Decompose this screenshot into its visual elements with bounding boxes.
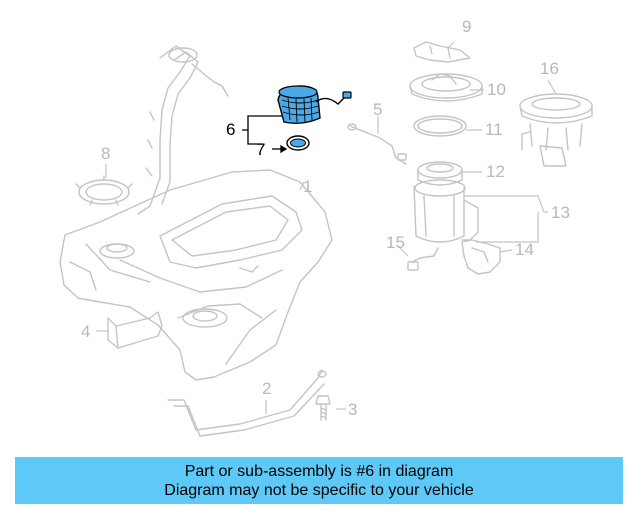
banner-line-2: Diagram may not be specific to your vehi…: [164, 481, 474, 499]
filler-neck-drawing: [137, 45, 229, 215]
flange-cover-drawing: [409, 73, 483, 102]
pump-module-drawing: [407, 161, 479, 271]
active-leader-lines: [242, 115, 288, 154]
callout-2: 2: [262, 379, 272, 398]
banner-line-1: Part or sub-assembly is #6 in diagram: [184, 462, 454, 480]
callout-14: 14: [515, 240, 534, 259]
callout-8: 8: [101, 144, 111, 163]
callout-1: 1: [303, 177, 313, 196]
highlighted-part-6[interactable]: [277, 85, 352, 125]
callout-16: 16: [540, 59, 559, 78]
bracket-drawing: [107, 311, 163, 349]
lock-ring-drawing: [75, 175, 133, 206]
callout-4: 4: [81, 322, 91, 341]
highlighted-part-7[interactable]: [286, 135, 310, 151]
callout-3: 3: [348, 400, 358, 419]
callout-5: 5: [373, 100, 383, 119]
seal-ring-drawing: [413, 115, 467, 137]
connector-drawing: [413, 41, 471, 63]
fuel-tank-drawing: [59, 169, 333, 381]
bolt-drawing: [315, 395, 331, 421]
strap-drawing: [167, 369, 327, 437]
pump-assembly-drawing: [519, 93, 593, 167]
parts-diagram: [59, 41, 593, 437]
sensor-drawing: [347, 123, 407, 165]
callout-13: 13: [551, 203, 570, 222]
callout-11: 11: [485, 120, 503, 139]
callout-15: 15: [386, 233, 405, 252]
callout-9: 9: [462, 17, 472, 36]
callout-12: 12: [486, 162, 505, 181]
callout-10: 10: [487, 80, 506, 99]
info-banner: Part or sub-assembly is #6 in diagram Di…: [15, 457, 623, 504]
leader-lines: [96, 41, 557, 414]
callout-6[interactable]: 6: [226, 120, 236, 139]
clip-drawing: [461, 239, 501, 275]
callout-7[interactable]: 7: [256, 140, 266, 159]
